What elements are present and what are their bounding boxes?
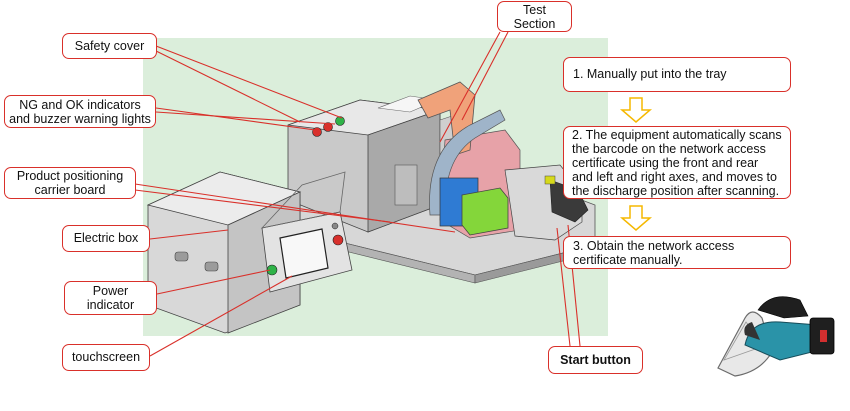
step-3-box: 3. Obtain the network access certificate… — [563, 236, 791, 269]
product-photo — [717, 296, 835, 377]
power-indicator-label: Power indicator — [64, 281, 157, 315]
machine-illustration — [146, 81, 596, 334]
step-1-box: 1. Manually put into the tray — [563, 57, 791, 92]
indicators-label: NG and OK indicators and buzzer warning … — [4, 95, 156, 128]
red-indicator-light — [312, 127, 322, 137]
touchscreen-panel — [279, 228, 329, 279]
test-section-label: Test Section — [497, 1, 572, 32]
leader-lines — [134, 31, 581, 357]
start-button-label: Start button — [548, 346, 643, 374]
green-indicator-light — [335, 116, 345, 126]
step-2-box: 2. The equipment automatically scans the… — [563, 126, 791, 199]
electric-box-label: Electric box — [62, 225, 150, 252]
step-arrow-down-icon-2 — [619, 205, 653, 231]
power-indicator-light — [266, 264, 278, 276]
carrier-board-label: Product positioning carrier board — [4, 167, 136, 199]
safety-cover-label: Safety cover — [62, 33, 157, 59]
red-indicator-light-2 — [323, 122, 333, 132]
step-arrow-down-icon — [619, 97, 653, 123]
touchscreen-label: touchscreen — [62, 344, 150, 371]
